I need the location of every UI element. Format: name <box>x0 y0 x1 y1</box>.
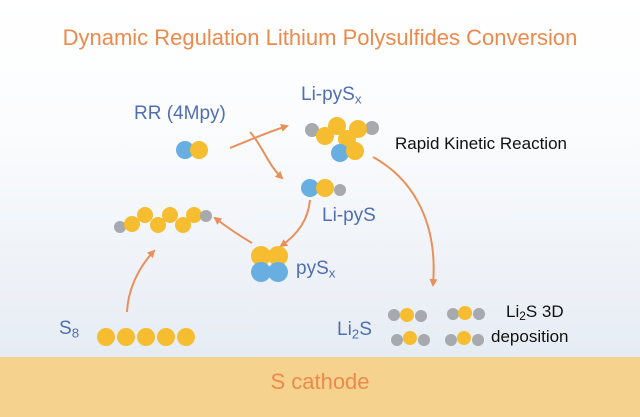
li-pysx-molecule <box>305 117 379 162</box>
li2s-deposit <box>388 306 485 346</box>
arrow-s8-to-chain <box>126 249 156 313</box>
label-s8-sub: 8 <box>71 325 80 341</box>
label-li-pys: Li-pyS <box>322 205 376 226</box>
polysulfide-chain <box>114 207 212 233</box>
pysx-molecule <box>251 246 288 282</box>
label-deposition: deposition <box>491 327 569 346</box>
label-li2s-pre: Li <box>337 319 352 340</box>
arrow-li-pys-to-pysx <box>279 199 311 248</box>
label-rr-4mpy: RR (4Mpy) <box>134 103 226 124</box>
label-li-pysx: Li-pySx <box>301 84 362 107</box>
arrow-li-pysx-to-li2s <box>372 156 438 287</box>
s-cathode-layer <box>0 357 640 417</box>
label-s8: S8 <box>59 318 80 341</box>
label-pysx-sub: x <box>328 265 336 281</box>
label-pysx: pySx <box>296 258 336 281</box>
label-pysx-main: pyS <box>296 258 329 279</box>
diagram-title: Dynamic Regulation Lithium Polysulfides … <box>62 25 578 50</box>
background <box>0 0 640 360</box>
label-s8-main: S <box>59 318 72 339</box>
label-li2s-3d: Li2S 3D <box>506 302 564 323</box>
label-li2s-3d-sub: 2 <box>519 308 526 323</box>
s-cathode-label: S cathode <box>270 369 370 394</box>
li-pys-molecule <box>301 179 346 197</box>
label-li2s-3d-post: S 3D <box>525 302 564 321</box>
label-li-pysx-sub: x <box>354 91 362 107</box>
s8-molecule <box>97 328 195 346</box>
arrow-rr-to-li-pys <box>249 131 284 180</box>
label-li2s: Li2S <box>337 319 372 342</box>
rr-molecule <box>176 141 208 159</box>
label-rapid-kinetic-reaction: Rapid Kinetic Reaction <box>395 134 567 153</box>
label-li2s-3d-pre: Li <box>506 302 520 321</box>
label-li2s-post: S <box>359 319 372 340</box>
label-li2s-sub: 2 <box>351 326 360 342</box>
arrow-rr-to-li-pysx <box>229 123 289 149</box>
arrow-pysx-to-chain <box>213 216 253 244</box>
label-li-pysx-main: Li-pyS <box>301 84 355 105</box>
